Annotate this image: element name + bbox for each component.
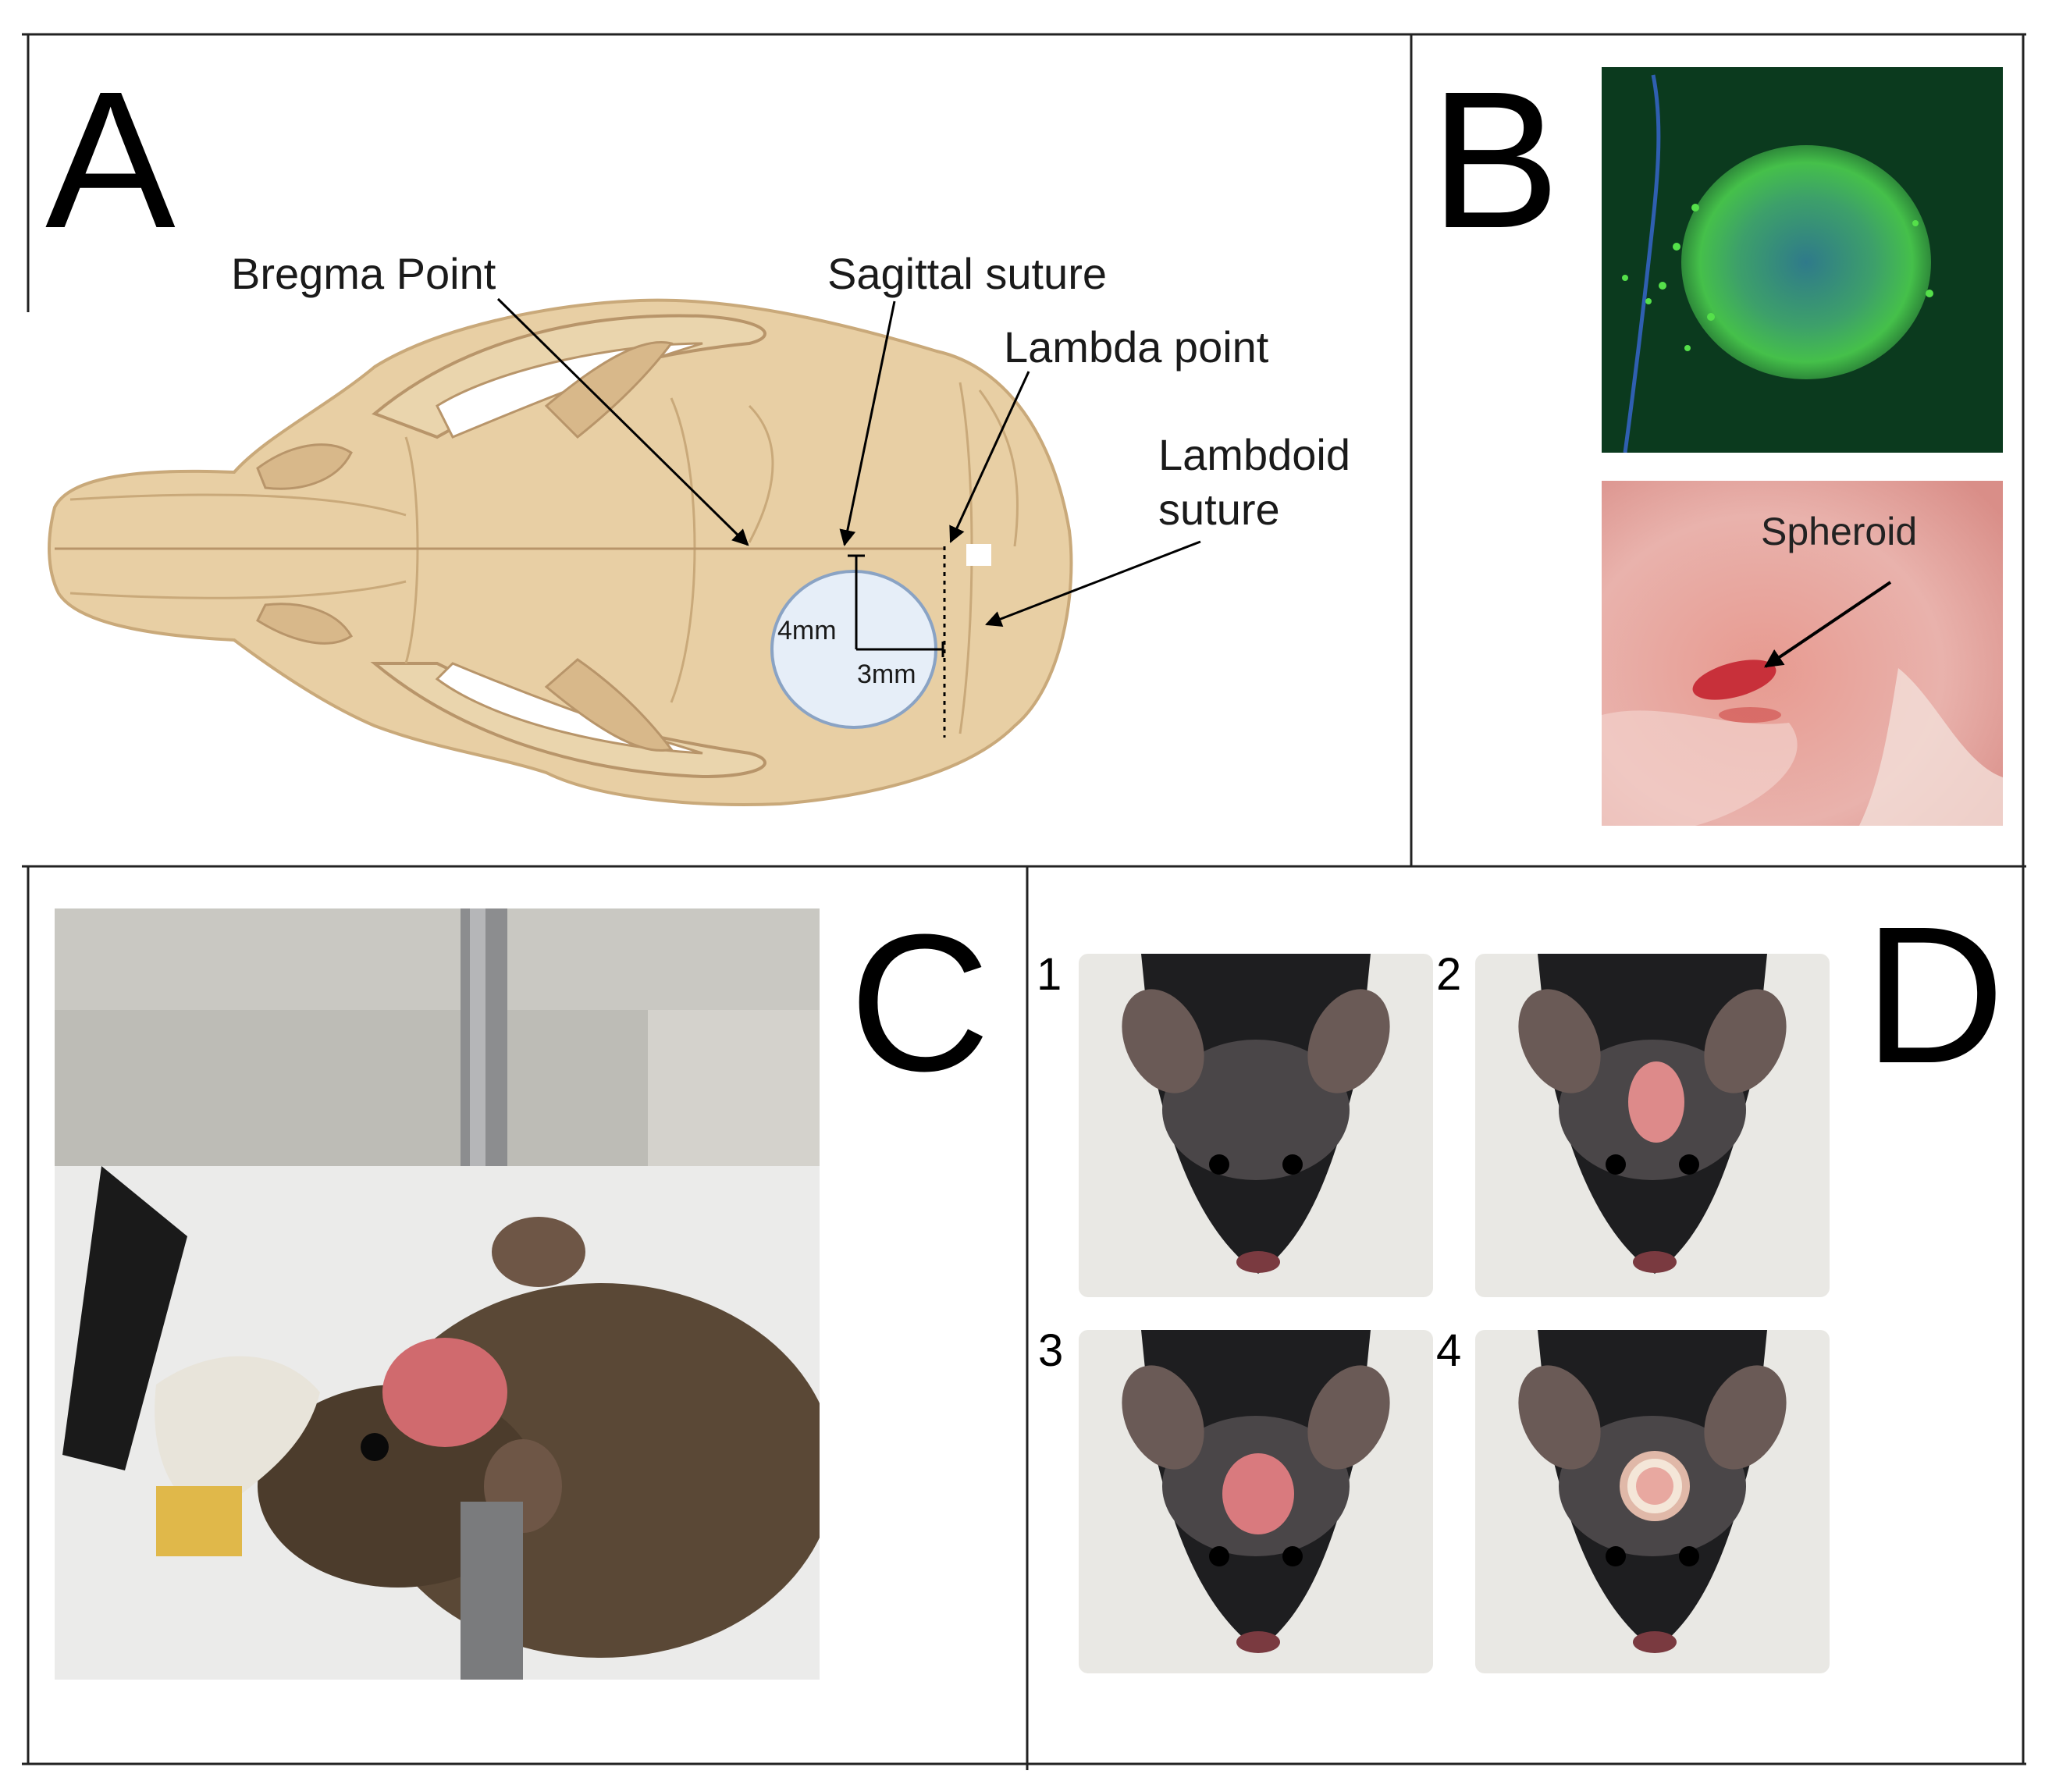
mouse-step-1-photo (1079, 954, 1433, 1297)
label-lambdoid-line1: Lambdoid (1158, 430, 1350, 479)
orbit-bottom (435, 662, 703, 755)
label-lambda-point: Lambda point (1004, 322, 1269, 372)
label-dim-3mm: 3mm (857, 660, 916, 689)
spheroid-fluorescent (1681, 145, 1931, 379)
mouse-craniotomy (382, 1338, 507, 1447)
lambda-arrow (949, 371, 1030, 543)
panel-letter-c: C (849, 894, 990, 1111)
label-lambdoid-line2: suture (1158, 485, 1280, 534)
mouse-step-2-photo (1475, 954, 1830, 1297)
mouse-step-3-photo (1079, 1330, 1433, 1673)
craniotomy-step-2 (1628, 1061, 1684, 1143)
label-bregma-point: Bregma Point (231, 249, 496, 298)
panel-letter-d: D (1864, 886, 2005, 1104)
label-sagittal-suture: Sagittal suture (827, 249, 1107, 298)
skull-diagram (48, 297, 1201, 806)
step-label-4: 4 (1436, 1325, 1462, 1376)
craniotomy-step-3 (1222, 1453, 1294, 1534)
step-label-2: 2 (1436, 949, 1462, 1000)
mouse-step-4-photo (1475, 1330, 1830, 1673)
spheroid-lesion (1692, 660, 1776, 700)
label-spheroid: Spheroid (1761, 510, 1918, 553)
bregma-arrow (496, 297, 749, 546)
step-label-1: 1 (1037, 949, 1062, 1000)
fluorescence-image (1602, 67, 2003, 453)
label-dim-4mm: 4mm (777, 616, 837, 645)
stereotaxic-mouse-photo (55, 908, 820, 1680)
panel-letter-b: B (1430, 51, 1560, 268)
orbit-top (436, 342, 703, 439)
spheroid-tissue-photo (1602, 481, 2003, 826)
lambdoid-arrow (985, 540, 1201, 627)
step-label-3: 3 (1038, 1325, 1064, 1376)
sagittal-arrow (839, 300, 896, 547)
panel-letter-a: A (45, 51, 176, 268)
